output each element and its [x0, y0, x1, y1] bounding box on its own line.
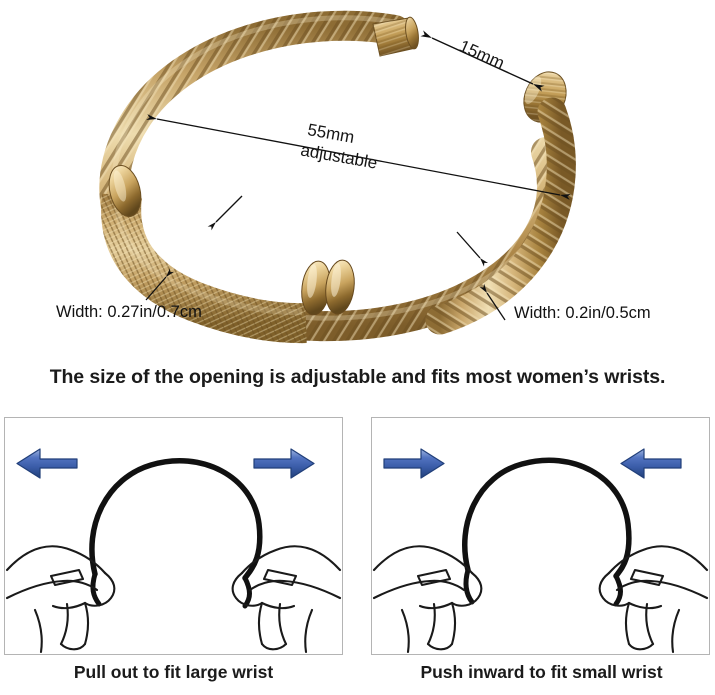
- cable-width-label: Width: 0.2in/0.5cm: [514, 304, 651, 322]
- product-diagram: 15mm 55mm adjustable Width: 0.27in/0.7cm…: [56, 10, 651, 344]
- leader-mesh-upper: [207, 195, 243, 231]
- leader-cable-upper: [456, 231, 489, 267]
- arrow-left-icon: [16, 448, 78, 479]
- bangle-outline: [462, 457, 632, 579]
- collar-bead-left: [108, 165, 142, 217]
- callout-cable-width: Width: 0.2in/0.5cm: [479, 283, 651, 322]
- end-cap-top: [372, 16, 419, 57]
- mesh-section: [101, 184, 307, 344]
- arrow-right-icon: [253, 448, 315, 479]
- dimension-15mm: 15mm: [420, 30, 545, 92]
- arrow-left-icon: [620, 448, 682, 479]
- collar-bead-double: [301, 259, 355, 316]
- caption-push-in: Push inward to fit small wrist: [420, 662, 663, 682]
- callout-mesh-width: Width: 0.27in/0.7cm: [56, 268, 202, 321]
- hand-left: [372, 545, 483, 654]
- headline-caption: The size of the opening is adjustable an…: [49, 366, 666, 388]
- hand-right: [598, 545, 709, 654]
- bangle-outline: [89, 458, 263, 581]
- dimension-55mm: 55mm adjustable: [146, 114, 571, 200]
- panel-pull-out: [4, 417, 343, 655]
- panel-push-in: [371, 417, 710, 655]
- mesh-width-label: Width: 0.27in/0.7cm: [56, 303, 202, 321]
- hand-left: [5, 545, 116, 654]
- instruction-panels: [0, 417, 715, 657]
- caption-pull-out: Pull out to fit large wrist: [73, 662, 274, 682]
- hand-right: [231, 545, 342, 654]
- dimension-15mm-label: 15mm: [456, 36, 507, 73]
- arrow-right-icon: [383, 448, 445, 479]
- dimension-55mm-note: adjustable: [299, 140, 379, 172]
